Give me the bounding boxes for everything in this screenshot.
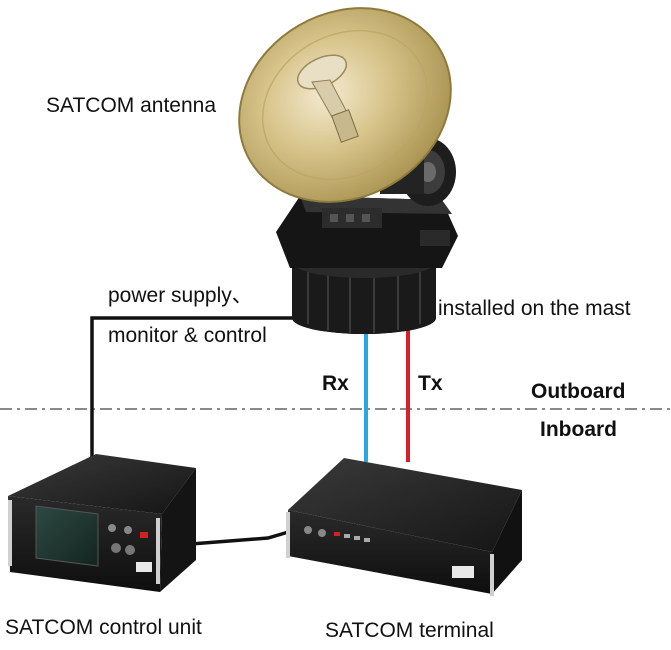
control-unit-label: SATCOM control unit xyxy=(5,616,202,639)
power-control-cable xyxy=(90,316,300,462)
rx-label: Rx xyxy=(322,372,349,395)
tx-label: Tx xyxy=(418,372,443,395)
monitor-control-label: monitor & control xyxy=(108,324,267,347)
antenna-label: SATCOM antenna xyxy=(46,94,217,117)
satcom-terminal xyxy=(286,458,522,596)
terminal-label: SATCOM terminal xyxy=(325,619,494,642)
satcom-antenna xyxy=(238,7,458,334)
control-terminal-cable xyxy=(177,526,303,547)
satcom-control-unit xyxy=(8,454,196,592)
power-supply-label: power supply、 xyxy=(108,284,253,307)
outboard-label: Outboard xyxy=(531,380,626,403)
inboard-label: Inboard xyxy=(540,418,617,441)
mast-label: installed on the mast xyxy=(438,297,631,320)
